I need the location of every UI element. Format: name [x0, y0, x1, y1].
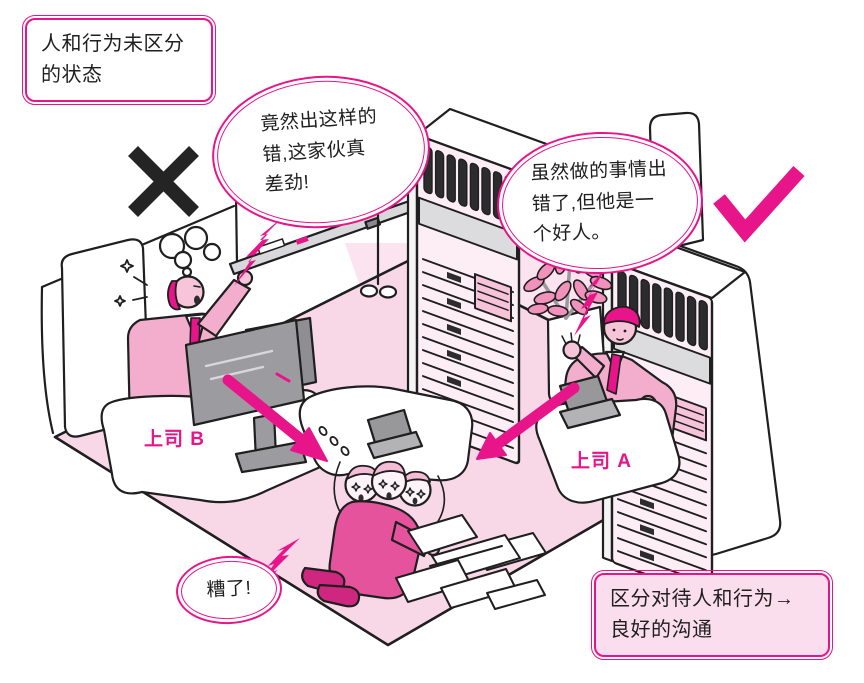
conclusion-note-line: 区分对待人和行为→	[610, 588, 795, 610]
state-note-box: 人和行为未区分 的状态	[21, 14, 217, 106]
check-mark-icon	[713, 165, 805, 243]
boss-a-speech-line: 虽然做的事情出	[530, 159, 668, 185]
wall-edge-left	[40, 285, 55, 435]
monitor-b	[184, 316, 318, 474]
worker-figure	[301, 460, 446, 608]
boss-a-speech-line: 错了,但他是一	[531, 189, 655, 216]
conclusion-note-box: 区分对待人和行为→ 良好的沟通	[590, 569, 834, 661]
laptop-center	[366, 408, 424, 460]
papers	[395, 514, 547, 610]
boss-b-label: 上司 B	[144, 429, 206, 450]
blame-arrow-left	[222, 374, 328, 462]
state-note-line: 的状态	[41, 64, 103, 86]
cross-mark-icon	[128, 146, 199, 217]
state-note-line: 人和行为未区分	[41, 33, 185, 55]
server-rack-left	[406, 107, 554, 465]
conclusion-note-line: 良好的沟通	[610, 619, 713, 641]
doodle-stars	[114, 259, 148, 307]
steam-cloud	[158, 225, 222, 283]
hanging-strap	[359, 213, 398, 299]
worker-speech-line: 糟了!	[206, 577, 252, 601]
anger-flash-a	[574, 268, 606, 336]
sweat-drops	[318, 426, 350, 456]
praise-arrow-right	[476, 382, 580, 460]
boss-a-label: 上司 A	[571, 451, 633, 472]
boss-a-speech-line: 个好人。	[532, 221, 612, 246]
anger-flash-b	[234, 216, 284, 286]
